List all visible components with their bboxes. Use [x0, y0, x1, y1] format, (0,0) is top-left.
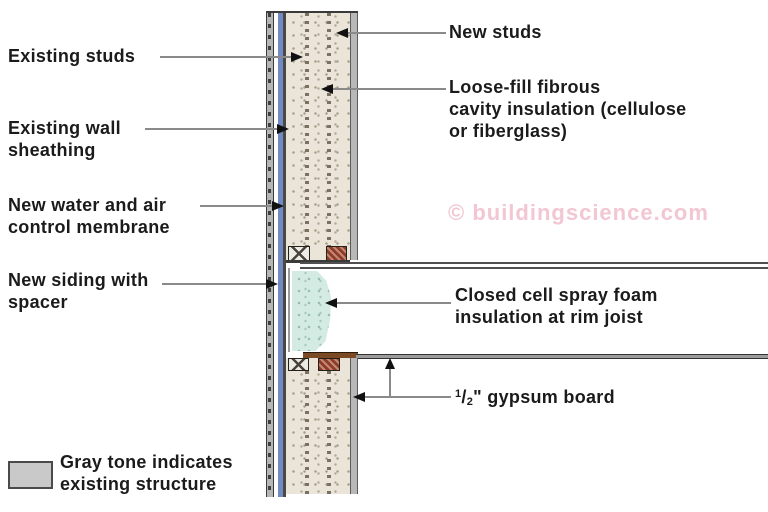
leader-existing-studs — [160, 56, 291, 58]
upper-wall-bottom-edge — [286, 260, 350, 263]
existing-bottom-plate — [288, 246, 310, 261]
arrow-right-icon — [291, 52, 303, 62]
gypsum-board-upper — [350, 13, 358, 260]
leader-gypsum-vertical — [389, 368, 391, 398]
arrow-right-icon — [266, 279, 278, 289]
label-new-studs: New studs — [449, 22, 542, 42]
leader-gypsum-horizontal — [364, 396, 451, 398]
fraction-denominator: 2 — [466, 396, 474, 408]
existing-stud-line — [305, 371, 309, 494]
existing-sheathing-layer — [283, 13, 286, 497]
arrow-left-icon — [336, 28, 348, 38]
existing-top-plate — [288, 358, 309, 371]
new-stud-line — [327, 13, 331, 247]
gypsum-board-text: " gypsum board — [473, 387, 615, 407]
leader-membrane — [200, 205, 272, 207]
gypsum-board-lower — [350, 358, 358, 494]
existing-stud-line — [305, 13, 309, 247]
arrow-left-icon — [321, 84, 333, 94]
leader-new-studs — [347, 32, 446, 34]
rim-joist-face-line — [288, 268, 290, 352]
new-stud-line — [327, 371, 331, 494]
ceiling-line — [300, 262, 768, 269]
arrow-right-icon — [272, 201, 284, 211]
subfloor-strip — [303, 352, 358, 358]
cavity-insulation-upper — [286, 13, 350, 247]
label-new-siding-spacer: New siding with spacer — [8, 270, 149, 312]
leader-siding — [162, 283, 266, 285]
spray-foam-shape — [292, 271, 331, 351]
legend-gray-swatch — [8, 461, 53, 489]
new-siding-layer — [266, 13, 274, 497]
watermark: © buildingscience.com — [448, 200, 709, 225]
arrow-left-icon — [325, 298, 337, 308]
wall-top-edge — [266, 11, 358, 13]
label-gypsum-board: 1/2" gypsum board — [455, 386, 615, 411]
leader-loose-fill — [332, 88, 446, 90]
label-water-air-membrane: New water and air control membrane — [8, 195, 170, 237]
arrow-right-icon — [277, 124, 289, 134]
new-top-plate — [318, 358, 340, 371]
fraction-slash: / — [461, 387, 467, 407]
siding-texture — [268, 13, 271, 497]
lower-ceiling-line — [356, 354, 768, 359]
label-existing-wall-sheathing: Existing wall sheathing — [8, 118, 121, 160]
arrow-left-icon — [353, 392, 365, 402]
cavity-insulation-lower — [286, 371, 350, 494]
label-loose-fill-insulation: Loose-fill fibrous cavity insulation (ce… — [449, 77, 687, 141]
legend-label: Gray tone indicates existing structure — [60, 452, 233, 494]
label-spray-foam: Closed cell spray foam insulation at rim… — [455, 285, 658, 327]
leader-spray-foam — [336, 302, 451, 304]
leader-existing-sheathing — [145, 128, 277, 130]
water-air-membrane-layer — [278, 13, 283, 497]
arrow-up-icon — [385, 358, 395, 369]
new-bottom-plate — [326, 246, 347, 261]
label-existing-studs: Existing studs — [8, 46, 136, 66]
fraction-numerator: 1 — [455, 388, 462, 400]
